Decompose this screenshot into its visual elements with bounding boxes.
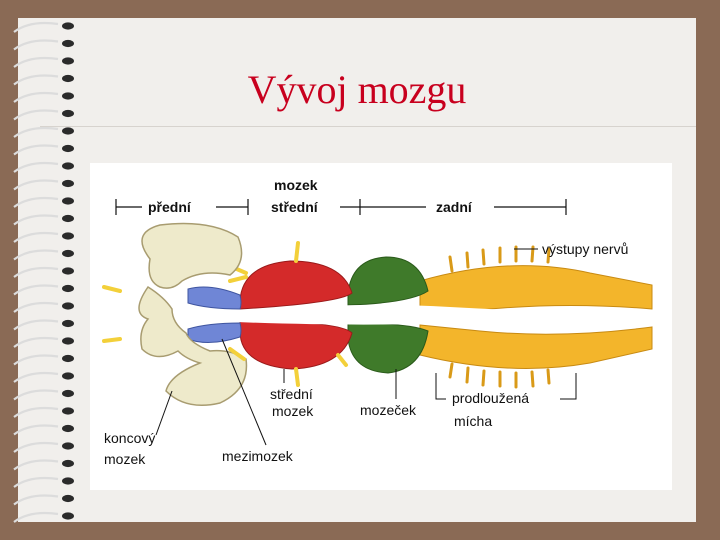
binding-ring	[13, 56, 59, 68]
binding-hole	[62, 92, 74, 100]
binding-ring	[13, 441, 59, 453]
binding-hole	[62, 22, 74, 30]
binding-hole	[62, 354, 74, 363]
binding-hole	[62, 424, 74, 433]
binding-hole	[62, 179, 74, 188]
binding-hole	[62, 267, 74, 275]
binding-hole	[62, 407, 74, 415]
binding-hole	[62, 337, 74, 345]
label-endbrain-line1: koncový	[104, 430, 155, 446]
medulla-shape	[419, 245, 653, 389]
binding-hole	[62, 214, 74, 223]
binding-ring	[13, 424, 59, 436]
binding-hole	[62, 39, 74, 48]
binding-ring	[13, 336, 59, 348]
diencephalon-shape	[187, 286, 242, 343]
binding-hole	[62, 512, 74, 520]
section-brackets	[115, 199, 567, 215]
binding-ring	[13, 371, 59, 383]
binding-hole	[62, 494, 74, 503]
binding-hole	[62, 249, 74, 258]
binding-ring	[13, 511, 59, 523]
binding-ring	[13, 91, 59, 103]
cerebellum-shape	[347, 256, 429, 374]
label-medulla-line1: prodloužená	[452, 390, 529, 406]
binding-hole	[62, 284, 74, 293]
binding-ring	[13, 494, 59, 506]
binding-ring	[13, 266, 59, 278]
binding-ring	[13, 476, 59, 488]
binding-ring	[13, 214, 59, 226]
binding-hole	[62, 302, 74, 310]
label-nerve-outputs: výstupy nervů	[542, 241, 628, 257]
label-header-brain: mozek	[274, 177, 318, 193]
binding-ring	[13, 109, 59, 121]
label-midbrain-line2: mozek	[272, 403, 314, 419]
binding-hole	[62, 162, 74, 170]
label-section-back: zadní	[436, 199, 473, 215]
binding-hole	[62, 442, 74, 450]
binding-hole	[62, 74, 74, 83]
binding-ring	[13, 21, 59, 33]
label-cerebellum: mozeček	[360, 402, 417, 418]
leader-lines	[155, 248, 577, 446]
label-diencephalon: mezimozek	[222, 448, 294, 464]
binding-hole	[62, 389, 74, 398]
binding-ring	[13, 179, 59, 191]
brain-diagram: mozek přední střední zadní výstupy nervů…	[90, 163, 672, 490]
binding-ring	[13, 126, 59, 138]
midbrain-shape	[230, 241, 353, 387]
binding-ring	[13, 284, 59, 296]
label-endbrain-line2: mozek	[104, 451, 146, 467]
binding-hole	[62, 197, 74, 205]
binding-hole	[62, 127, 74, 135]
label-section-middle: střední	[271, 199, 319, 215]
label-medulla-line2: mícha	[454, 413, 492, 429]
binding-ring	[13, 231, 59, 243]
binding-ring	[13, 406, 59, 418]
binding-hole	[62, 109, 74, 118]
label-section-front: přední	[148, 199, 192, 215]
binding-ring	[13, 196, 59, 208]
binding-ring	[13, 389, 59, 401]
binding-hole	[62, 144, 74, 153]
binding-ring	[13, 39, 59, 51]
binding-ring	[13, 319, 59, 331]
binding-ring	[13, 301, 59, 313]
label-midbrain-line1: střední	[270, 386, 313, 402]
binding-hole	[62, 319, 74, 328]
binding-ring	[13, 161, 59, 173]
binding-ring	[13, 144, 59, 156]
title-divider	[40, 126, 696, 127]
endbrain-shape	[102, 222, 248, 406]
spiral-binding	[13, 21, 74, 523]
binding-hole	[62, 57, 74, 65]
binding-hole	[62, 372, 74, 380]
binding-hole	[62, 477, 74, 485]
binding-ring	[13, 249, 59, 261]
binding-hole	[62, 459, 74, 468]
slide-title: Vývoj mozgu	[247, 67, 467, 112]
binding-ring	[13, 74, 59, 86]
binding-ring	[13, 354, 59, 366]
binding-hole	[62, 232, 74, 240]
binding-ring	[13, 459, 59, 471]
